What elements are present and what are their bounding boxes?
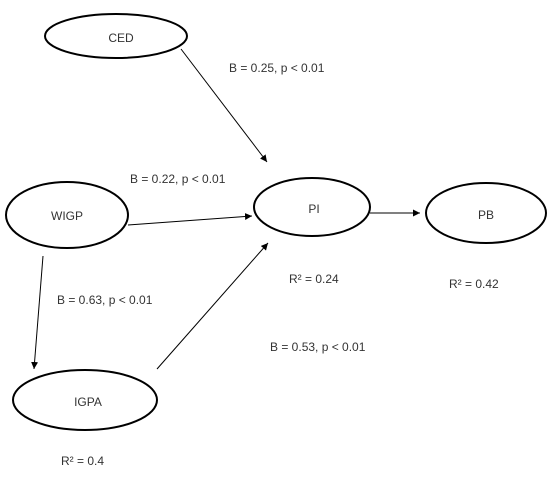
path-label-wigp-pi: B = 0.22, p < 0.01 (130, 172, 226, 186)
path-label-igpa-pi: B = 0.53, p < 0.01 (270, 340, 366, 354)
node-wigp: WIGP (5, 181, 129, 249)
node-wigp-shape (5, 181, 129, 249)
node-igpa: IGPA (12, 369, 158, 431)
r2-label-pi: R² = 0.24 (289, 272, 339, 286)
node-pb-label: PB (478, 208, 494, 222)
node-ced: CED (44, 13, 188, 59)
node-pi-label: PI (308, 202, 319, 216)
node-ced-label: CED (108, 31, 134, 45)
edge-igpa-pi (156, 242, 269, 370)
node-pi: PI (253, 177, 371, 237)
node-pb: PB (425, 182, 547, 244)
r2-label-pb: R² = 0.42 (449, 277, 499, 291)
edge-wigp-pi (127, 213, 253, 226)
node-pi-shape (253, 177, 371, 237)
edge-wigp-igpa (31, 255, 44, 370)
node-ced-shape (44, 13, 188, 59)
node-wigp-label: WIGP (51, 209, 83, 223)
node-pb-shape (425, 182, 547, 244)
node-igpa-label: IGPA (74, 395, 102, 409)
path-label-ced-pi: B = 0.25, p < 0.01 (229, 61, 325, 75)
r2-label-igpa: R² = 0.4 (61, 454, 104, 468)
node-igpa-shape (12, 369, 158, 431)
edge-ced-pi (180, 48, 268, 163)
path-label-wigp-igpa: B = 0.63, p < 0.01 (57, 293, 153, 307)
